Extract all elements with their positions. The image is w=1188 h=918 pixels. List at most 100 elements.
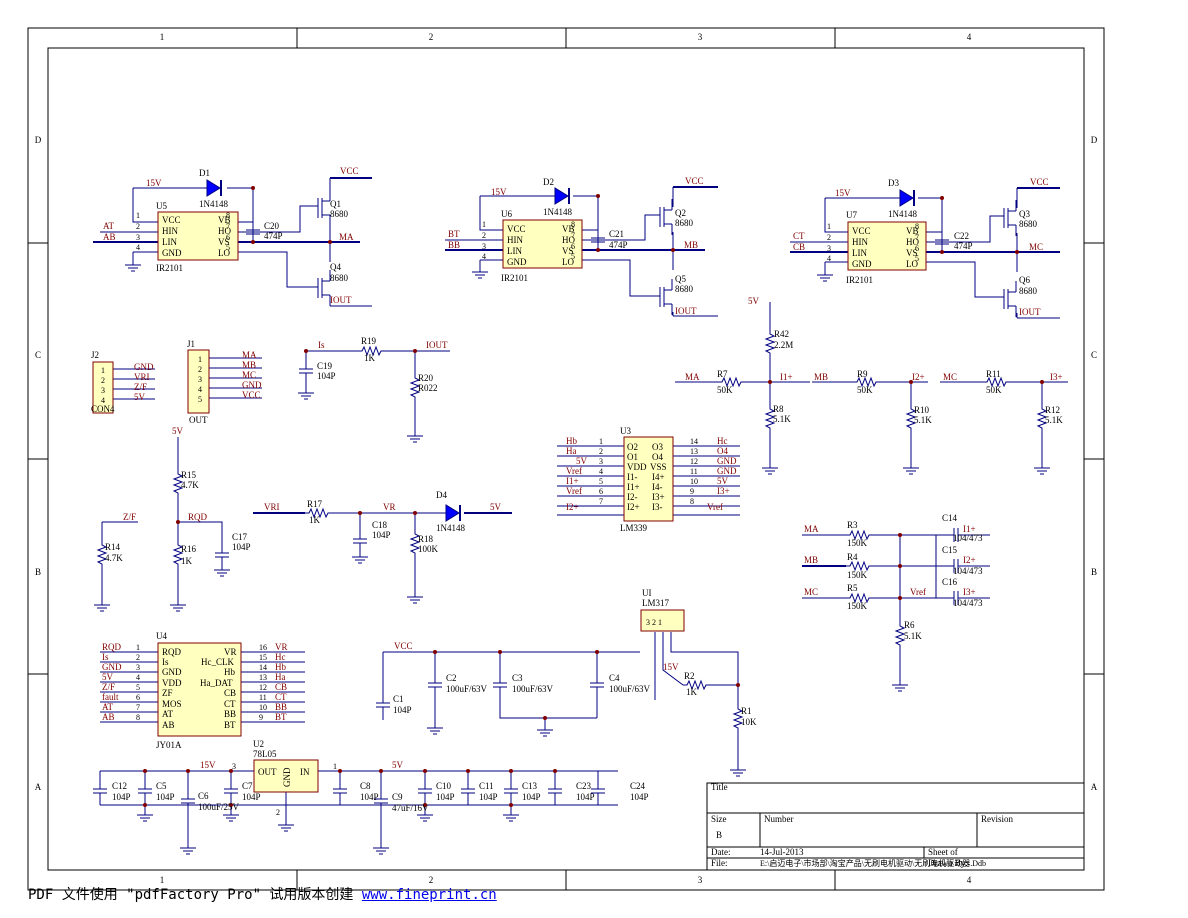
net-vcc: VCC — [1030, 177, 1049, 187]
svg-text:AB: AB — [102, 712, 115, 722]
u2-pin-gnd: GND — [282, 767, 292, 787]
svg-text:Hc: Hc — [717, 436, 728, 446]
pin-vb: VB — [218, 215, 231, 225]
svg-text:5: 5 — [915, 254, 919, 263]
diode-d1 — [206, 179, 222, 197]
svg-text:Z/F: Z/F — [102, 682, 115, 692]
capacitor-c11 — [460, 780, 476, 802]
ref-d4: D4 — [436, 490, 447, 500]
j1-net-3: MC — [242, 370, 256, 380]
value-r20: R022 — [418, 383, 438, 393]
net-bt: BT — [448, 229, 460, 239]
revision-label: Revision — [981, 814, 1014, 824]
svg-text:1: 1 — [482, 220, 486, 229]
ref-c22: C22 — [954, 231, 969, 241]
svg-text:3: 3 — [599, 457, 603, 466]
svg-text:BT: BT — [224, 720, 236, 730]
capacitor-c23 — [547, 780, 563, 802]
svg-text:1: 1 — [136, 643, 140, 652]
svg-text:Hb: Hb — [224, 667, 235, 677]
svg-text:3: 3 — [101, 386, 105, 395]
j2-net-3: Z/F — [134, 382, 147, 392]
svg-text:7: 7 — [599, 497, 603, 506]
mosfet-q6 — [1003, 280, 1017, 318]
svg-text:BT: BT — [275, 712, 287, 722]
value-j1: OUT — [189, 415, 208, 425]
ground-symbol — [729, 769, 747, 777]
net-vcc: VCC — [394, 641, 413, 651]
net-vcc: VCC — [685, 176, 704, 186]
ref-u3: U3 — [620, 426, 631, 436]
value-q3: 8680 — [1019, 219, 1038, 229]
ground-symbol — [372, 847, 390, 855]
ref-r10: R10 — [914, 405, 930, 415]
svg-text:Vref: Vref — [566, 466, 582, 476]
svg-text:6: 6 — [571, 242, 575, 251]
ref-j1: J1 — [187, 339, 195, 349]
net-i3p: I3+ — [1050, 372, 1063, 382]
value-r12: 5.1K — [1045, 415, 1063, 425]
pin-hin: HIN — [507, 235, 523, 245]
pin-lo: LO — [218, 248, 230, 258]
svg-text:Hb: Hb — [566, 436, 577, 446]
ref-u6: U6 — [501, 209, 512, 219]
row-label-b: B — [35, 567, 41, 577]
diode-d3 — [899, 189, 915, 207]
driver-3-labels: 15V D3 1N4148 U7 IR2101 VCC HIN LIN GND … — [793, 177, 1049, 317]
ref-r15: R15 — [181, 470, 197, 480]
row-label-a-right: A — [1091, 782, 1098, 792]
pin-hin: HIN — [162, 226, 178, 236]
value-j2: CON4 — [91, 404, 115, 414]
ref-r3: R3 — [847, 520, 858, 530]
net-5v: 5V — [392, 760, 404, 770]
capacitor-c6 — [180, 790, 196, 812]
value-u2: 78L05 — [253, 749, 277, 759]
ref-r4: R4 — [847, 552, 858, 562]
value-c22: 474P — [954, 241, 973, 251]
pin-vcc: VCC — [162, 215, 181, 225]
net-15v: 15V — [491, 187, 507, 197]
size-label: Size — [711, 814, 727, 824]
svg-text:I2+: I2+ — [566, 502, 579, 512]
svg-text:Hc: Hc — [275, 652, 286, 662]
value-r42: 2.2M — [774, 340, 793, 350]
net-5v: 5V — [490, 502, 502, 512]
svg-text:AB: AB — [162, 720, 175, 730]
svg-text:Ha_DAT: Ha_DAT — [200, 678, 233, 688]
u4-body — [157, 642, 242, 737]
net-mb: MB — [684, 240, 698, 250]
svg-text:7: 7 — [915, 233, 919, 242]
ref-q1: Q1 — [330, 199, 341, 209]
net-5v: 5V — [748, 296, 760, 306]
svg-text:7: 7 — [226, 222, 230, 231]
value-u7: IR2101 — [846, 275, 873, 285]
svg-text:5: 5 — [136, 683, 140, 692]
svg-text:I1+: I1+ — [566, 476, 579, 486]
ground-symbol — [179, 847, 197, 855]
u6-body — [502, 219, 583, 269]
svg-text:GND: GND — [102, 662, 122, 672]
ground-symbol — [222, 814, 240, 822]
fineprint-link[interactable]: www.fineprint.cn — [361, 887, 497, 903]
svg-text:1: 1 — [599, 437, 603, 446]
ref-u4: U4 — [156, 631, 167, 641]
net-mc: MC — [804, 587, 818, 597]
u2-pin-out: OUT — [258, 767, 277, 777]
ground-symbol — [426, 727, 444, 735]
ground-symbol — [816, 274, 834, 282]
value-c23: 104P — [576, 792, 595, 802]
ref-r17: R17 — [307, 499, 323, 509]
ground-symbol — [891, 684, 909, 692]
neutral-labels: MA R3 150K C14 I1+ 104/473 MB R4 150K C1… — [804, 513, 983, 641]
ground-symbol — [536, 729, 554, 737]
j2-net-1: GND — [134, 362, 154, 372]
col-label-2: 2 — [429, 32, 434, 42]
value-c20: 474P — [264, 231, 283, 241]
svg-text:I2-: I2- — [627, 492, 638, 502]
value-c7: 104P — [242, 792, 261, 802]
net-5v: 5V — [172, 426, 184, 436]
j2-net-4: 5V — [134, 392, 146, 402]
svg-text:12: 12 — [259, 683, 267, 692]
u2-pin-1: 1 — [333, 762, 337, 771]
net-iout: IOUT — [1019, 307, 1041, 317]
